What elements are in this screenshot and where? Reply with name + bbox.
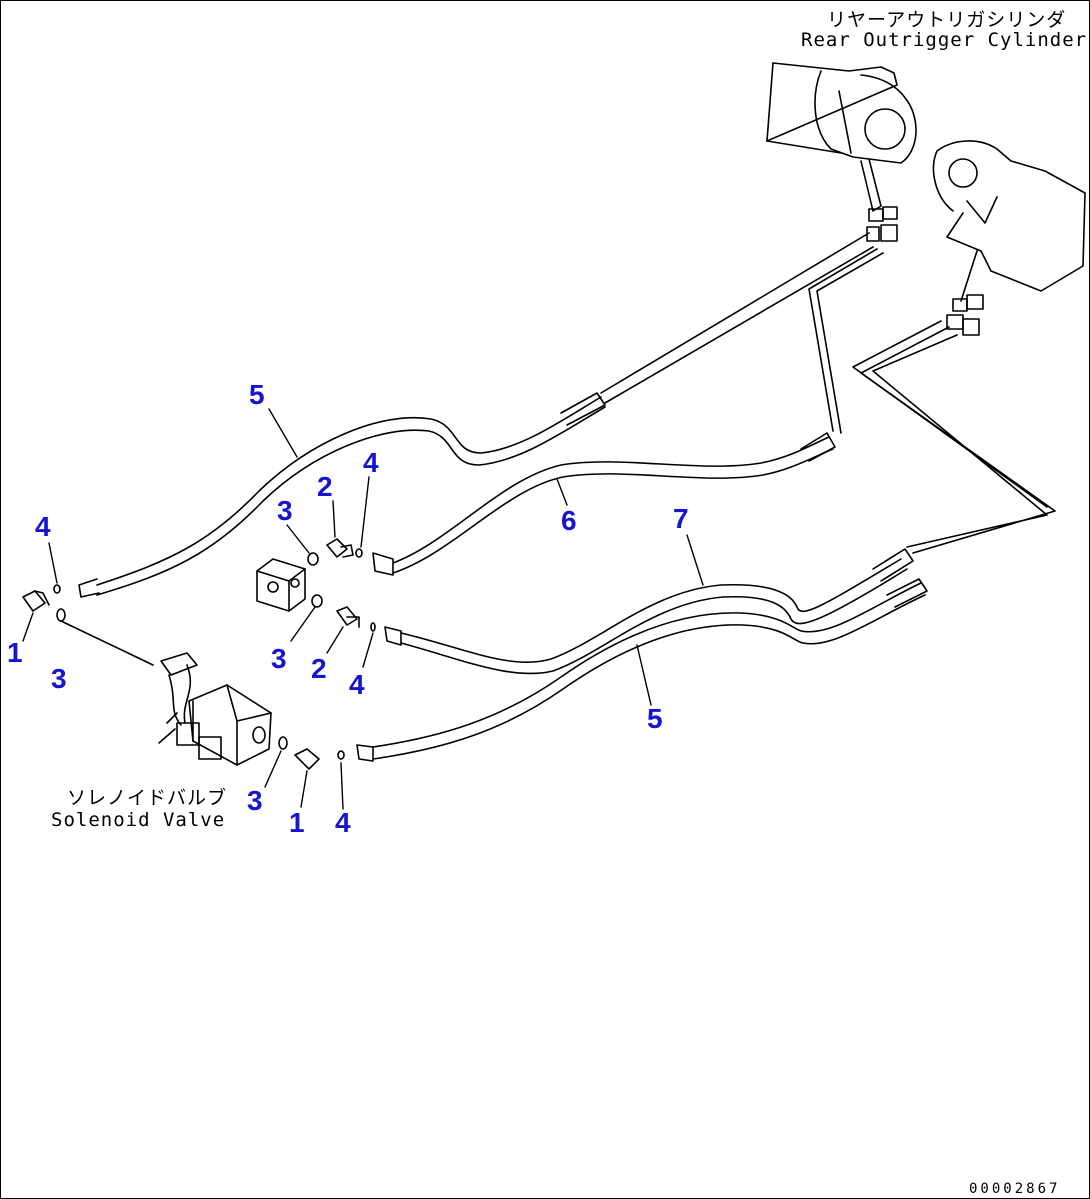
- o-ring-3-upper-left: [56, 608, 66, 622]
- tube-cyl2-to-hose7: [860, 326, 1056, 554]
- callout-4-upper: 4: [363, 447, 379, 478]
- callout-4-upper-left: 4: [35, 511, 51, 542]
- leader-lines: [22, 408, 704, 810]
- fitting-2-upper: [326, 538, 354, 558]
- fitting-1-lower: [294, 748, 320, 770]
- cylinder-1-fittings: [866, 206, 898, 242]
- ring-4-middle: [370, 622, 376, 632]
- hose-5-lower: [356, 578, 928, 762]
- tube-cyl2-to-hose5-lower: [852, 320, 1048, 508]
- callout-3-block-top: 3: [277, 495, 293, 526]
- callout-1-lower: 1: [289, 807, 305, 838]
- ring-4-lower: [337, 750, 345, 760]
- hose-5-upper: [78, 392, 606, 598]
- cylinder-2-fittings: [946, 294, 984, 336]
- hose-7: [384, 548, 914, 675]
- tube-cyl1-to-hose5-upper: [600, 232, 874, 404]
- rear-cylinder-2: [932, 140, 1086, 302]
- o-ring-3-solenoid: [278, 736, 288, 750]
- callout-6: 6: [561, 505, 577, 536]
- hose-6: [372, 432, 836, 576]
- o-ring-3-block-bottom: [311, 594, 323, 608]
- fitting-1-upper-left: [22, 590, 50, 612]
- ring-4-upper: [355, 548, 363, 558]
- tube-cyl1-to-hose6: [808, 248, 884, 434]
- solenoid-label-en: Solenoid Valve: [51, 809, 226, 831]
- rear-cylinder-label-jp: リヤーアウトリガシリンダ: [827, 9, 1067, 31]
- fitting-2-lower: [336, 606, 360, 628]
- callout-3-block-bottom: 3: [271, 643, 287, 674]
- ring-4-upper-left: [53, 584, 61, 594]
- callout-2-lower: 2: [311, 653, 327, 684]
- callout-2-upper: 2: [317, 471, 333, 502]
- valve-block: [256, 558, 306, 612]
- callout-5-lower: 5: [647, 703, 663, 734]
- solenoid-label-jp: ソレノイドバルブ: [67, 787, 228, 809]
- solenoid-valve-body: [60, 620, 272, 766]
- document-number: 00002867: [969, 1181, 1061, 1197]
- callout-3-upper-left: 3: [51, 663, 67, 694]
- callout-5-upper: 5: [249, 379, 265, 410]
- rear-cylinder-label-en: Rear Outrigger Cylinder: [801, 29, 1088, 51]
- callout-7: 7: [673, 503, 689, 534]
- callout-4-lower: 4: [335, 807, 351, 838]
- callout-1-upper-left: 1: [7, 637, 23, 668]
- callout-4-middle: 4: [349, 669, 365, 700]
- o-ring-3-block-top: [307, 552, 319, 566]
- callout-3-solenoid: 3: [247, 785, 263, 816]
- rear-cylinder-1: [766, 62, 917, 212]
